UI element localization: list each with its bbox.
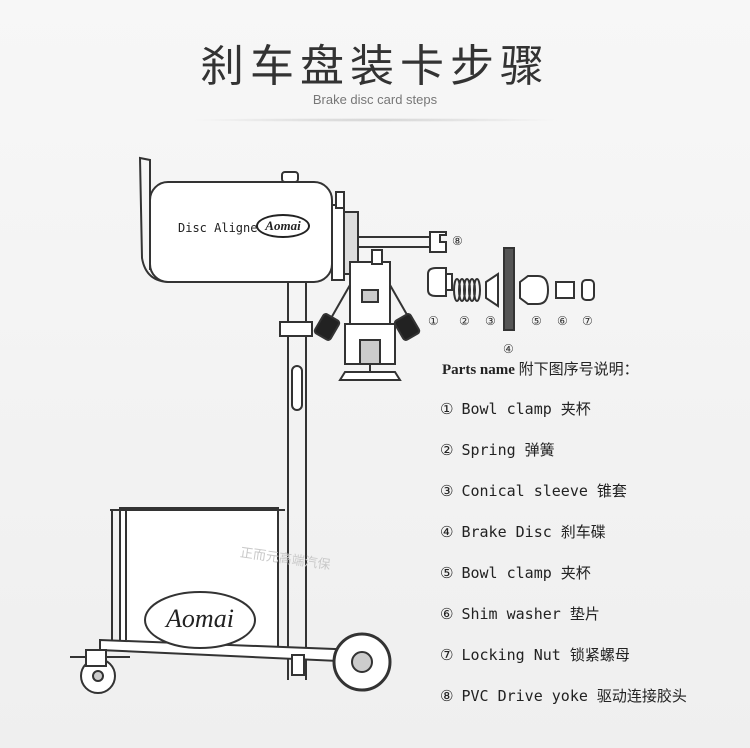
drive-yoke xyxy=(429,231,447,253)
label-1: ① xyxy=(428,314,439,328)
part-bowl-clamp-1 xyxy=(427,267,447,297)
probe-left xyxy=(313,313,341,341)
part-bowl-clamp-2 xyxy=(519,275,550,305)
magnetic-base xyxy=(338,371,402,381)
parts-heading-en: Parts name xyxy=(442,362,515,378)
label-7: ⑦ xyxy=(582,314,593,328)
page-subtitle: Brake disc card steps xyxy=(312,92,438,107)
part-locking-nut xyxy=(581,279,595,301)
parts-heading: Parts name 附下图序号说明： xyxy=(442,358,639,379)
spindle-plate xyxy=(331,204,345,281)
part-brake-disc xyxy=(503,247,515,331)
part-shim-washer xyxy=(555,281,575,299)
probe-right xyxy=(393,313,421,341)
title-divider xyxy=(190,118,560,122)
label-4: ④ xyxy=(503,342,514,356)
label-6: ⑥ xyxy=(557,314,568,328)
panel-label: Disc Aligner xyxy=(178,221,265,235)
label-8: ⑧ xyxy=(452,234,463,248)
part-spring xyxy=(453,278,481,302)
cart-logo-oval xyxy=(144,591,256,649)
body-knob xyxy=(281,171,299,183)
label-2: ② xyxy=(459,314,470,328)
label-3: ③ xyxy=(485,314,496,328)
height-adjust xyxy=(291,365,303,411)
brand-logo: Aomai xyxy=(256,214,310,238)
column-clamp xyxy=(279,321,313,337)
parts-heading-cn: 附下图序号说明： xyxy=(514,362,639,378)
part-conical-sleeve xyxy=(485,272,499,308)
page-title: 刹车盘装卡步骤 xyxy=(200,41,550,92)
cart-brand-logo: Aomai xyxy=(166,604,234,633)
label-5: ⑤ xyxy=(531,314,542,328)
